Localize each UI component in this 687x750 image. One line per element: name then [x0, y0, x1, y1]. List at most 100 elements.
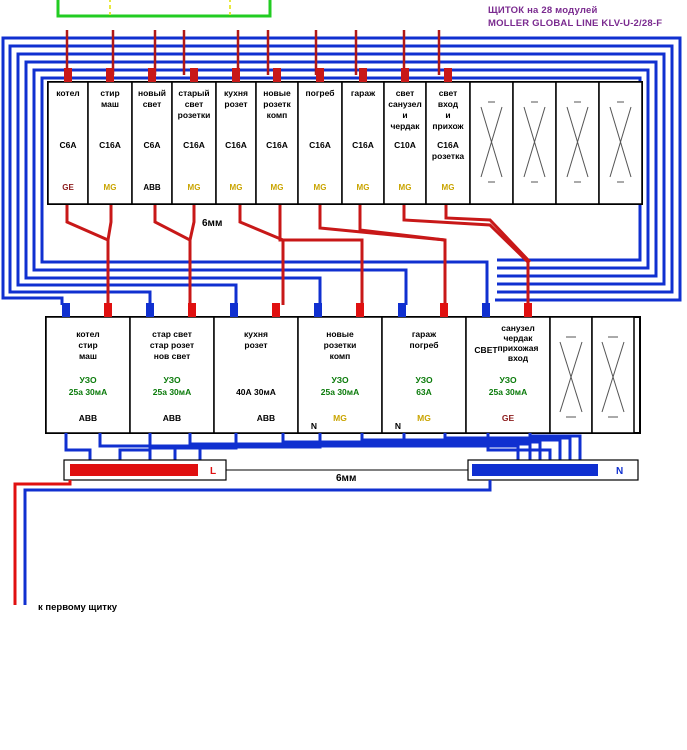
- incoming-feed-wires: [13, 480, 492, 605]
- breaker-rating: C16A: [309, 140, 331, 150]
- rcd-rating: 25а 30мА: [321, 387, 359, 397]
- breaker-input-terminal: [273, 68, 281, 82]
- breaker-brand: MG: [399, 183, 412, 192]
- rcd-rating: 25а 30мА: [69, 387, 107, 397]
- breaker-brand: MG: [230, 183, 243, 192]
- breaker-rating: C16A: [352, 140, 374, 150]
- feed-label: к первому щитку: [38, 602, 118, 613]
- rcd-type: УЗО: [415, 375, 433, 385]
- panel-title-line2: MOLLER GLOBAL LINE KLV-U-2/28-F: [488, 18, 663, 29]
- rcd-rating: 63А: [416, 387, 432, 397]
- breaker-rating: C6A: [143, 140, 160, 150]
- phase-distribution-wires: [65, 205, 532, 305]
- panel-title: ЩИТОК на 28 модулей MOLLER GLOBAL LINE K…: [488, 5, 662, 29]
- empty-slot-blank: [555, 81, 600, 205]
- rcd-name: СВЕТ: [474, 345, 498, 355]
- empty-slot-blank: [469, 81, 514, 205]
- rcd-type: УЗО: [163, 375, 181, 385]
- rcd-neutral-terminal: [146, 303, 154, 317]
- breaker-brand: MG: [271, 183, 284, 192]
- rcd-neutral-terminal: [62, 303, 70, 317]
- rcd-phase-terminal: [272, 303, 280, 317]
- rcd-rating: 40А 30мА: [236, 387, 276, 397]
- rcd-phase-terminal: [440, 303, 448, 317]
- breaker-input-terminal: [232, 68, 240, 82]
- rcd-brand: ABB: [257, 413, 275, 423]
- breaker-brand: MG: [357, 183, 370, 192]
- rcd-neutral-terminal: [482, 303, 490, 317]
- neutral-loop-wires: [1, 36, 490, 305]
- breaker-brand: GE: [62, 183, 74, 192]
- rcd-neutral-terminal: [398, 303, 406, 317]
- breaker-rating: C16A: [225, 140, 247, 150]
- breaker-input-terminal: [359, 68, 367, 82]
- rcd-phase-terminal: [104, 303, 112, 317]
- rcd-brand: ABB: [163, 413, 181, 423]
- rcd-rating: 25а 30мА: [153, 387, 191, 397]
- rcd-brand: MG: [333, 413, 347, 423]
- rcd-phase-terminal: [524, 303, 532, 317]
- busbar-neutral-label: N: [616, 466, 623, 477]
- rcd-neutral-terminal: [230, 303, 238, 317]
- rcd-phase-terminal: [188, 303, 196, 317]
- rcd-brand: GE: [502, 413, 515, 423]
- breaker-brand: MG: [104, 183, 117, 192]
- empty-slot-blank: [591, 316, 635, 434]
- breaker-input-terminal: [401, 68, 409, 82]
- cable-size-label-middle: 6мм: [202, 218, 222, 229]
- breaker-rating: C16A: [99, 140, 121, 150]
- rcd-neutral-terminal: [314, 303, 322, 317]
- empty-slot-blank: [598, 81, 643, 205]
- rcd-phase-terminal: [356, 303, 364, 317]
- breaker-input-terminal: [106, 68, 114, 82]
- breaker-input-terminal: [190, 68, 198, 82]
- rcd-output-wires: [64, 433, 582, 462]
- panel-title-line1: ЩИТОК на 28 модулей: [488, 5, 598, 16]
- breaker-input-terminal: [316, 68, 324, 82]
- breaker-input-terminal: [444, 68, 452, 82]
- busbar-phase-label: L: [210, 466, 216, 477]
- neutral-busbar: [467, 459, 639, 481]
- breaker-brand: MG: [188, 183, 201, 192]
- breaker-rating: C16A: [266, 140, 288, 150]
- rcd-rating: 25а 30мА: [489, 387, 527, 397]
- top-ground-frame: [56, 0, 272, 18]
- breaker-name: котел: [56, 88, 79, 98]
- cable-size-label-bottom: 6мм: [336, 473, 356, 484]
- breaker-name: погреб: [306, 88, 335, 98]
- rcd-brand: MG: [417, 413, 431, 423]
- rcd-neutral-mark: N: [311, 421, 317, 431]
- top-feed-wires: [65, 30, 441, 75]
- empty-slot-blank: [512, 81, 557, 205]
- breaker-rating: C16A: [183, 140, 205, 150]
- rcd-neutral-mark: N: [395, 421, 401, 431]
- breaker-brand: MG: [442, 183, 455, 192]
- breaker-input-terminal: [64, 68, 72, 82]
- phase-busbar: [63, 459, 227, 481]
- breaker-brand: ABB: [143, 183, 161, 192]
- rcd-type: УЗО: [79, 375, 97, 385]
- rcd-brand: ABB: [79, 413, 97, 423]
